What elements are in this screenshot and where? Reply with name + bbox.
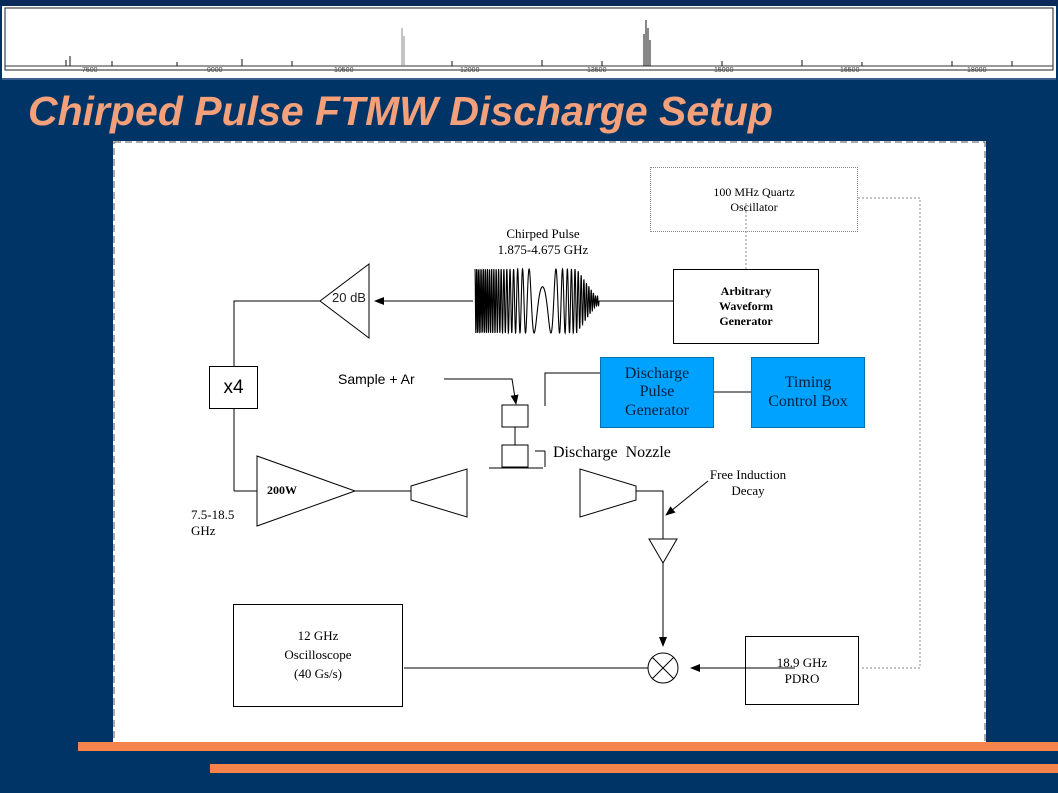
quartz-oscillator-box: 100 MHz Quartz Oscillator (650, 167, 858, 232)
discharge-gen-line2: Pulse (639, 383, 675, 401)
oscillator-line2: Oscillator (730, 199, 778, 214)
lna-triangle (648, 538, 678, 564)
top-band (0, 0, 1058, 6)
scope-line3: (40 Gs/s) (293, 665, 343, 681)
awg-line2: Waveform (719, 299, 773, 313)
spectrum-tick: 10500 (334, 67, 354, 74)
awg-line1: Arbitrary (720, 284, 772, 298)
spectrum-tick: 12000 (460, 67, 480, 74)
scope-line2: Oscilloscope (284, 647, 352, 663)
amp20-label: 20 dB (332, 290, 366, 305)
timing-control-box: Timing Control Box (751, 357, 865, 428)
multiplier-box: x4 (209, 366, 258, 409)
frequency-range-label: 7.5-18.5 GHz (191, 507, 235, 539)
spectrum-plot (4, 7, 1054, 71)
spectrum-tick: 15000 (714, 67, 734, 74)
slide-title: Chirped Pulse FTMW Discharge Setup (28, 88, 773, 134)
spectrum-tick: 13500 (587, 67, 607, 74)
spectrum-tick: 7500 (82, 67, 98, 74)
pdro-line2: PDRO (784, 670, 820, 686)
amp200-triangle (256, 455, 357, 527)
multiplier-label: x4 (223, 376, 244, 398)
discharge-gen-line1: Discharge (624, 364, 690, 382)
discharge-generator-box: Discharge Pulse Generator (600, 357, 714, 428)
awg-box: Arbitrary Waveform Generator (673, 269, 819, 344)
scope-line1: 12 GHz (297, 628, 339, 644)
receive-horn (579, 468, 637, 518)
nozzle-upper (501, 404, 529, 428)
discharge-gen-line3: Generator (625, 401, 689, 419)
spectrum-tick: 16500 (840, 67, 860, 74)
diagram-wiring (113, 141, 986, 747)
discharge-nozzle-label: Discharge Nozzle (553, 444, 671, 461)
pdro-line1: 18.9 GHz (776, 654, 828, 670)
spectrum-lines (65, 20, 1013, 66)
sample-label: Sample + Ar (338, 371, 415, 387)
amp200-label: 200W (267, 483, 297, 497)
setup-diagram: 100 MHz Quartz Oscillator Chirped Pulse … (113, 141, 986, 747)
accent-stripe-top (78, 742, 1058, 751)
spectrum-tick: 9000 (207, 67, 223, 74)
timing-line2: Control Box (768, 392, 848, 410)
oscilloscope-box: 12 GHz Oscilloscope (40 Gs/s) (233, 604, 403, 707)
transmit-horn (410, 468, 468, 518)
amp20-triangle (319, 262, 370, 340)
awg-line3: Generator (719, 314, 773, 328)
accent-stripe-bottom (210, 764, 1058, 773)
fid-label: Free Induction Decay (709, 467, 787, 499)
oscillator-line1: 100 MHz Quartz (713, 184, 795, 199)
spectrum-strip: 7500 9000 10500 12000 13500 15000 16500 … (2, 6, 1056, 80)
chirped-pulse-label: Chirped Pulse 1.875-4.675 GHz (497, 226, 589, 258)
pdro-box: 18.9 GHz PDRO (745, 636, 859, 705)
spectrum-tick: 18000 (967, 67, 987, 74)
nozzle-lower (501, 444, 529, 468)
chirped-pulse-waveform (474, 267, 600, 335)
timing-line1: Timing (784, 374, 832, 392)
